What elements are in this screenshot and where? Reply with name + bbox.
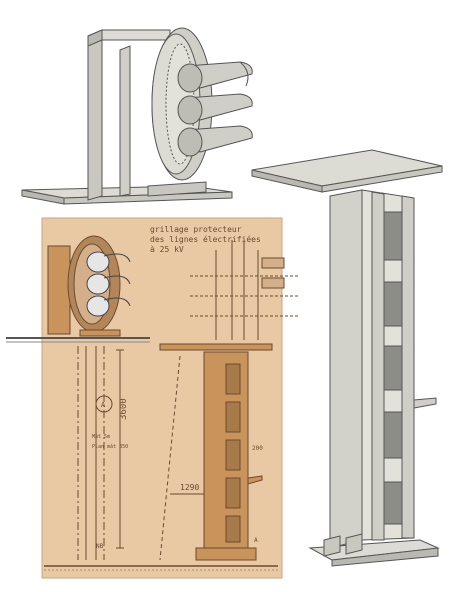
sketch-right-mast bbox=[159, 343, 273, 561]
sketch-grid-cage bbox=[190, 240, 300, 340]
note-mast-2: Plan mât 850 bbox=[92, 443, 128, 450]
level-label: NB bbox=[96, 543, 104, 550]
hood-bottom bbox=[177, 125, 253, 157]
signal-head-model bbox=[21, 27, 253, 205]
hood-top bbox=[177, 61, 253, 93]
dim-spacing: 1290 bbox=[180, 483, 199, 492]
note-protective-grid-3: à 25 kV bbox=[150, 245, 184, 254]
foot-marker: A bbox=[254, 537, 258, 544]
note-protective-grid-1: grillage protecteur bbox=[150, 225, 242, 234]
mast-model bbox=[251, 149, 443, 567]
sketch-left-mast bbox=[77, 346, 124, 560]
dim-small: 200 bbox=[252, 445, 263, 452]
note-mast-1: Mât 5m bbox=[92, 433, 110, 440]
dim-height: 3600 bbox=[119, 398, 129, 420]
hood-middle bbox=[177, 93, 253, 125]
circle-marker: A bbox=[101, 401, 106, 409]
note-protective-grid-2: des lignes électrifiées bbox=[150, 234, 261, 244]
sketch-signal-head bbox=[47, 235, 131, 337]
technical-drawing: grillage protecteur des lignes électrifi… bbox=[6, 217, 300, 579]
